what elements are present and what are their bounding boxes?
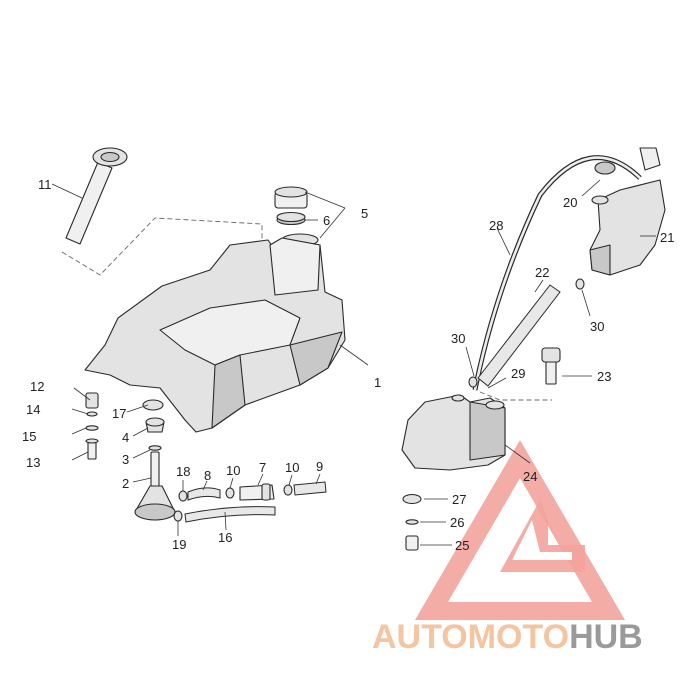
label-23: 23 xyxy=(597,369,611,384)
label-17: 17 xyxy=(112,406,126,421)
label-29: 29 xyxy=(511,366,525,381)
label-20: 20 xyxy=(563,195,577,210)
label-15: 15 xyxy=(22,429,36,444)
label-12: 12 xyxy=(30,379,44,394)
label-19: 19 xyxy=(172,537,186,552)
fuel-tap-assembly xyxy=(134,417,176,521)
label-5: 5 xyxy=(361,206,368,221)
label-30a: 30 xyxy=(451,331,465,346)
label-28: 28 xyxy=(489,218,503,233)
label-30b: 30 xyxy=(590,319,604,334)
clamp-17 xyxy=(142,399,164,411)
label-4: 4 xyxy=(122,430,129,445)
fuel-lines xyxy=(173,481,327,523)
drain-fittings xyxy=(402,493,422,551)
watermark-part2: HUB xyxy=(569,618,643,656)
label-6: 6 xyxy=(323,213,330,228)
label-13: 13 xyxy=(26,455,40,470)
label-14: 14 xyxy=(26,402,40,417)
label-3: 3 xyxy=(122,452,129,467)
label-7: 7 xyxy=(259,460,266,475)
label-11: 11 xyxy=(38,177,52,192)
label-24: 24 xyxy=(523,469,537,484)
lower-reservoir xyxy=(401,394,506,471)
label-9: 9 xyxy=(316,459,323,474)
watermark-text: AUTOMOTOHUB xyxy=(372,618,643,656)
label-8: 8 xyxy=(204,468,211,483)
hose-22 xyxy=(477,284,561,387)
label-10b: 10 xyxy=(285,460,299,475)
label-16: 16 xyxy=(218,530,232,545)
watermark-logo xyxy=(415,440,625,620)
label-1: 1 xyxy=(374,375,381,390)
upper-reservoir xyxy=(589,147,666,276)
label-27: 27 xyxy=(452,492,466,507)
left-fasteners xyxy=(85,392,99,460)
watermark-part1: AUTOMOTO xyxy=(372,618,569,656)
callout-lines xyxy=(51,179,656,546)
tank-cap-assembly xyxy=(274,186,319,247)
plug-23 xyxy=(541,347,561,385)
svg-text:AUTOMOTOHUB: AUTOMOTOHUB xyxy=(372,618,643,656)
label-18: 18 xyxy=(176,464,190,479)
label-25: 25 xyxy=(455,538,469,553)
fuel-tank xyxy=(84,237,346,433)
label-10a: 10 xyxy=(226,463,240,478)
label-26: 26 xyxy=(450,515,464,530)
label-21: 21 xyxy=(660,230,674,245)
filler-tube xyxy=(65,147,128,245)
part-labels: 1 2 3 4 5 6 7 8 9 10 10 11 12 13 14 15 1… xyxy=(22,177,674,553)
label-22: 22 xyxy=(535,265,549,280)
label-2: 2 xyxy=(122,476,129,491)
